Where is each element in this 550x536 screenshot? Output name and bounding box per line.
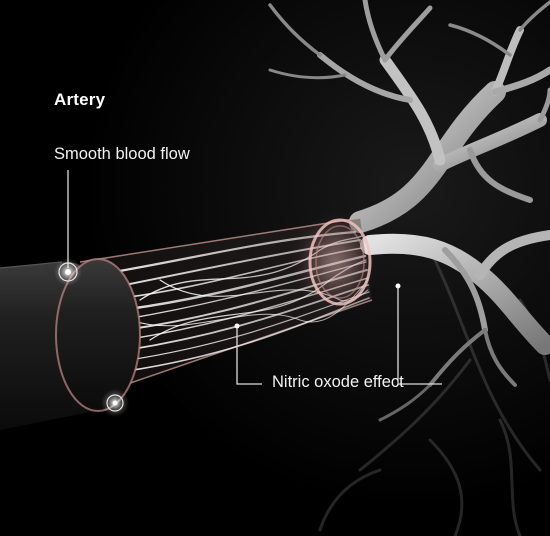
vessel-branches [268, 0, 550, 422]
nitric-oxide-effect-label: Nitric oxode effect [272, 373, 404, 391]
artery-tube [0, 217, 373, 430]
diagram-title: Artery [54, 90, 106, 109]
nitric-oxide-callout [234, 283, 442, 385]
smooth-blood-flow-label: Smooth blood flow [54, 145, 190, 163]
tube-marker [101, 389, 129, 417]
smooth-flow-callout [54, 170, 82, 286]
